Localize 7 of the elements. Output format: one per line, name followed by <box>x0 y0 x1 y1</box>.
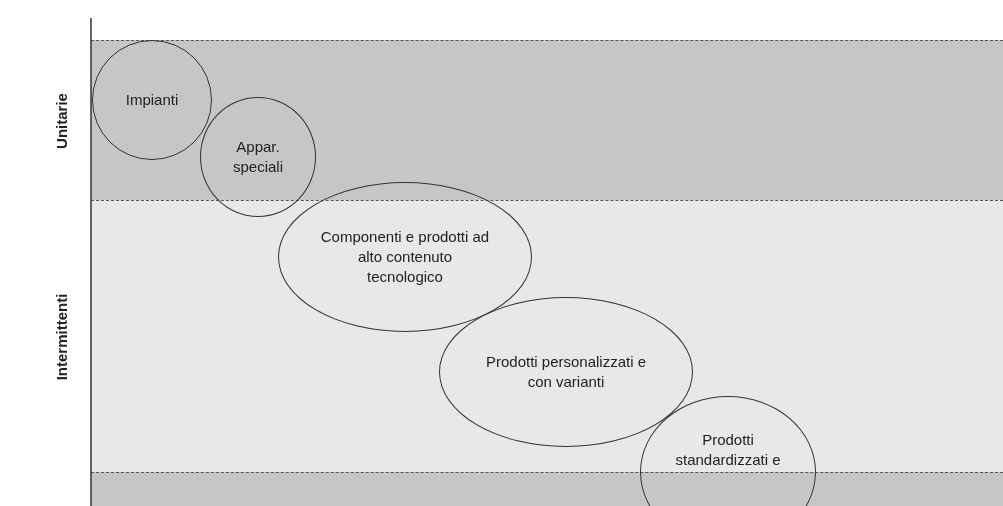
band-label: Unitarie <box>52 93 70 149</box>
band-label: Intermittenti <box>52 293 70 381</box>
category-label: Componenti e prodotti ad alto contenuto tecnologico <box>320 227 490 287</box>
category-label: Prodotti personalizzati e con varianti <box>484 352 648 392</box>
category-label: Prodotti standardizzati e <box>674 430 782 470</box>
category-label: Appar. speciali <box>232 137 284 177</box>
category-label: Impianti <box>124 90 180 110</box>
